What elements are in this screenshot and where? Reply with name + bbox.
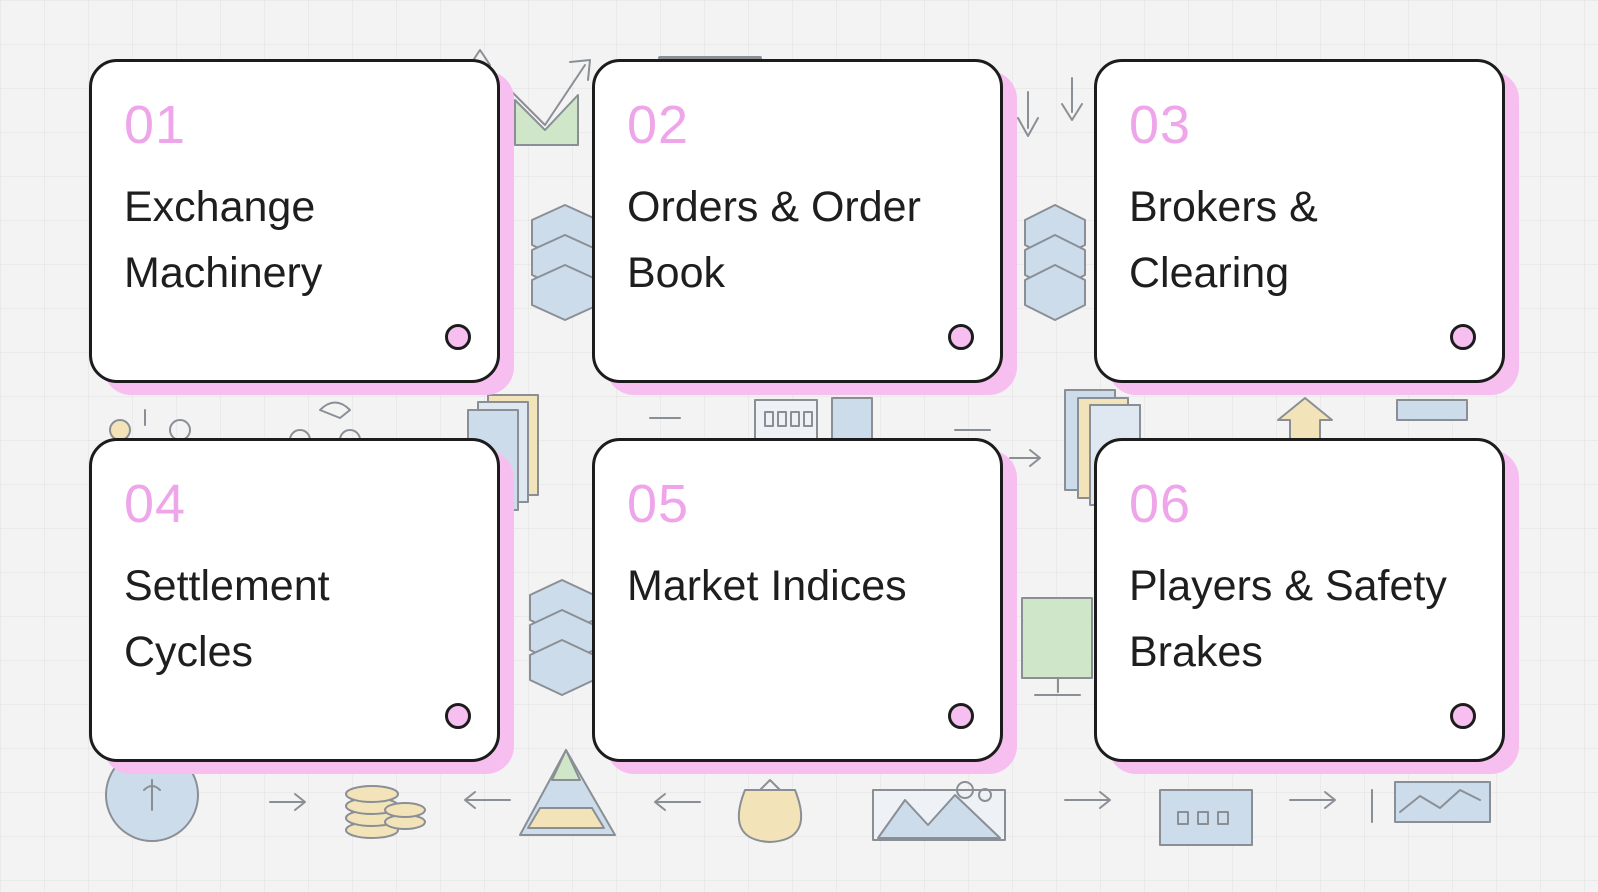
dot-indicator xyxy=(445,324,471,350)
card-title-line: Settlement xyxy=(124,562,330,610)
server-icon xyxy=(1024,204,1086,321)
card-title-line: Orders & Order xyxy=(627,183,921,231)
server-icon xyxy=(529,579,595,696)
arrow-icon xyxy=(654,793,701,811)
coin-stack-icon xyxy=(345,785,426,839)
card-title-line: Book xyxy=(627,249,726,297)
card-title: Brokers & Clearing xyxy=(1129,174,1479,306)
card-title: Exchange Machinery xyxy=(124,174,474,306)
topic-card-02[interactable]: 02 Orders & Order Book xyxy=(592,59,1003,383)
dot-indicator xyxy=(948,703,974,729)
card-number: 06 xyxy=(1129,474,1192,534)
card-title: Players & Safety Brakes xyxy=(1129,553,1479,685)
card-title-line: Market Indices xyxy=(627,562,907,610)
topic-card-05[interactable]: 05 Market Indices xyxy=(592,438,1003,762)
dot-indicator xyxy=(445,703,471,729)
arrow-icon xyxy=(269,793,306,811)
server-icon xyxy=(531,204,599,321)
chart-icon xyxy=(469,49,762,146)
arrow-icon xyxy=(1064,791,1111,809)
card-title-line: Cycles xyxy=(124,628,254,676)
card-title-line: Players & Safety xyxy=(1129,562,1447,610)
arrow-icon xyxy=(1277,397,1333,441)
card-title: Settlement Cycles xyxy=(124,553,474,685)
dot-indicator xyxy=(1450,703,1476,729)
arrow-icon xyxy=(1009,449,1041,467)
card-title-line: Exchange xyxy=(124,183,316,231)
card-title-line: Clearing xyxy=(1129,249,1290,297)
card-title: Orders & Order Book xyxy=(627,174,977,306)
dot-indicator xyxy=(1450,324,1476,350)
topic-card-04[interactable]: 04 Settlement Cycles xyxy=(89,438,500,762)
card-number: 02 xyxy=(627,95,690,155)
card-title: Market Indices xyxy=(627,553,977,619)
building-icon xyxy=(754,397,873,441)
card-title-line: Machinery xyxy=(124,249,323,297)
arrow-icon xyxy=(1017,77,1083,137)
money-bag-icon xyxy=(737,779,803,843)
card-number: 03 xyxy=(1129,95,1192,155)
monitor-icon xyxy=(1021,597,1093,696)
building-icon xyxy=(1159,789,1253,846)
card-number: 04 xyxy=(124,474,187,534)
pyramid-icon xyxy=(519,749,616,836)
arrow-icon xyxy=(1289,791,1336,809)
dot-indicator xyxy=(948,324,974,350)
card-title-line: Brokers & xyxy=(1129,183,1318,231)
chart-icon xyxy=(1371,781,1491,823)
mountain-chart-icon xyxy=(872,781,1006,841)
arrow-icon xyxy=(464,791,511,809)
card-number: 01 xyxy=(124,95,187,155)
topic-card-01[interactable]: 01 Exchange Machinery xyxy=(89,59,500,383)
topic-card-03[interactable]: 03 Brokers & Clearing xyxy=(1094,59,1505,383)
card-number: 05 xyxy=(627,474,690,534)
card-title-line: Brakes xyxy=(1129,628,1263,676)
topic-card-06[interactable]: 06 Players & Safety Brakes xyxy=(1094,438,1505,762)
